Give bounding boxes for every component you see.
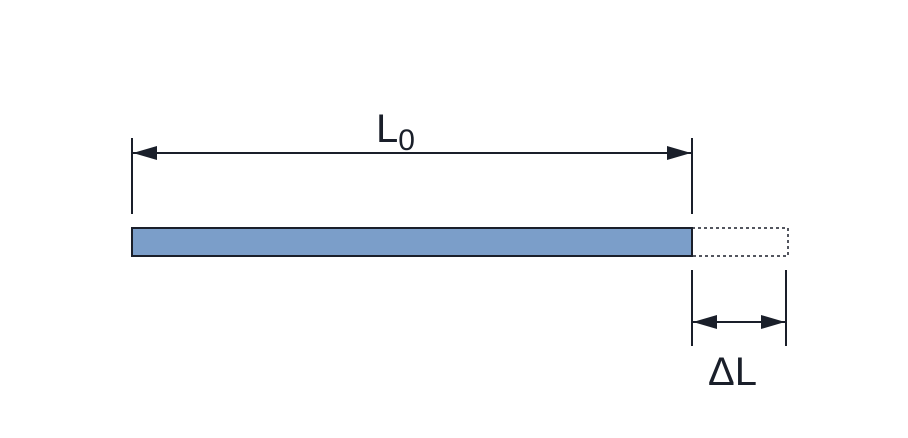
elongation-outline — [691, 227, 789, 257]
original-length-label: L0 — [376, 107, 415, 157]
bar — [131, 227, 693, 257]
elongation-label: ΔL — [708, 350, 757, 394]
